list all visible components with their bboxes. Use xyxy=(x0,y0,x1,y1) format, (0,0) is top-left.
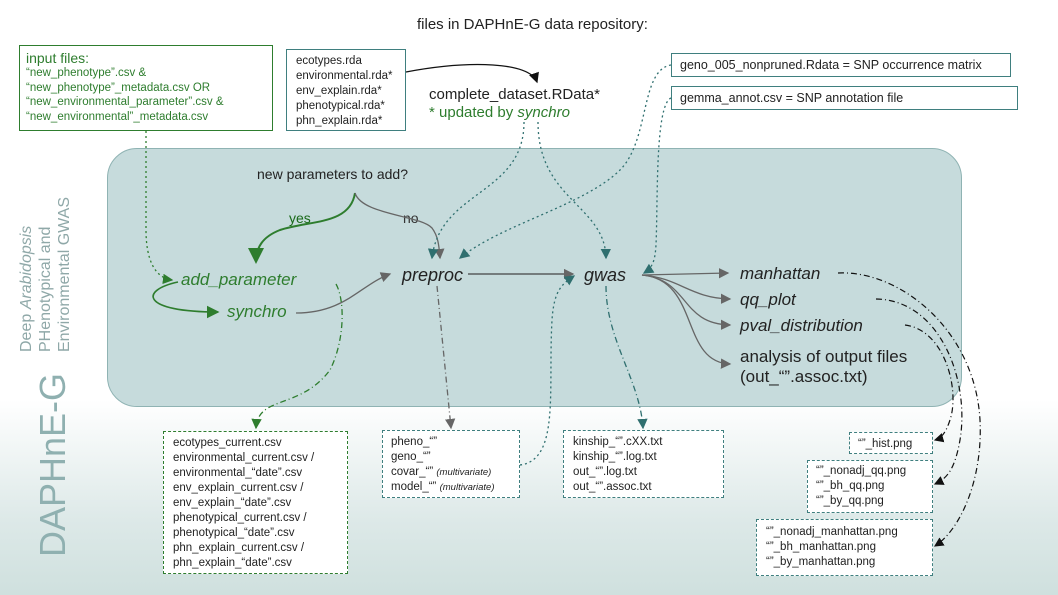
gwas-output-box: kinship_“”.cXX.txt kinship_“”.log.txt ou… xyxy=(563,430,724,498)
arrow-geno-to-preproc xyxy=(458,64,672,259)
csv-file: ecotypes_current.csv xyxy=(173,437,282,449)
gwas-file: kinship_“”.log.txt xyxy=(573,451,657,463)
gwas-file: kinship_“”.cXX.txt xyxy=(573,436,663,448)
manhattan-png-file: “”_nonadj_manhattan.png xyxy=(766,526,898,538)
arrow-synchro-to-preproc xyxy=(295,272,392,314)
arrow-pval-to-png xyxy=(904,324,954,443)
input-file-line: “new_phenotype”.csv & xyxy=(26,67,147,79)
qq-png-file: “”_nonadj_qq.png xyxy=(816,465,907,477)
pipeline-panel xyxy=(107,148,962,407)
preproc-output-box: pheno_“” geno_“” covar_“” (multivariate)… xyxy=(382,430,520,498)
rda-files-box: ecotypes.rda environmental.rda* env_expl… xyxy=(286,49,406,131)
hist-png-box: “”_hist.png xyxy=(849,432,933,454)
input-file-line: “new_phenotype”_metadata.csv OR xyxy=(26,81,211,94)
updated-note: * updated by synchro xyxy=(429,104,570,121)
arrow-add-to-synchro xyxy=(152,281,220,319)
gwas-node: gwas xyxy=(584,265,627,285)
arrow-no xyxy=(354,192,445,260)
csv-output-box: ecotypes_current.csv environmental_curre… xyxy=(163,431,348,574)
csv-file: environmental_current.csv / xyxy=(173,452,315,464)
question-label: new parameters to add? xyxy=(257,166,408,182)
csv-file: env_explain_“date”.csv xyxy=(173,497,292,509)
csv-file: phn_explain_current.csv / xyxy=(173,542,305,554)
arrow-rda-to-dataset xyxy=(405,63,539,84)
csv-file: environmental_“date”.csv xyxy=(173,467,303,479)
qq-png-file: “”_by_qq.png xyxy=(816,495,884,507)
qq-png-box: “”_nonadj_qq.png “”_bh_qq.png “”_by_qq.p… xyxy=(807,460,933,513)
arrow-gwas-to-box xyxy=(605,285,648,430)
gwas-file: out_“”.log.txt xyxy=(573,466,637,478)
arrow-gwas-to-analysis xyxy=(641,274,732,369)
add-parameter-node: add_parameter xyxy=(181,270,297,289)
gemma-file-box: gemma_annot.csv = SNP annotation file xyxy=(671,86,1018,110)
arrow-gwas-to-manhattan xyxy=(641,268,730,279)
geno-file-box: geno_005_nonpruned.Rdata = SNP occurrenc… xyxy=(671,53,1011,77)
arrow-yes xyxy=(248,192,356,264)
arrow-qq-to-png xyxy=(875,298,963,485)
rda-file: ecotypes.rda xyxy=(296,55,362,67)
csv-file: phenotypical_current.csv / xyxy=(173,512,307,524)
preproc-file: covar_“” (multivariate) xyxy=(391,466,492,478)
gwas-file: out_“”.assoc.txt xyxy=(573,481,652,493)
complete-dataset-label: complete_dataset.RData* xyxy=(429,86,600,103)
rda-file: phn_explain.rda* xyxy=(296,115,383,127)
arrow-preproc-to-box xyxy=(436,285,456,430)
arrow-gwas-to-pval xyxy=(641,274,732,331)
csv-file: phn_explain_“date”.csv xyxy=(173,557,292,569)
arrow-dataset-to-preproc xyxy=(427,121,525,260)
manhattan-png-box: “”_nonadj_manhattan.png “”_bh_manhattan.… xyxy=(756,519,933,576)
preproc-file: pheno_“” xyxy=(391,436,438,448)
page-title: files in DAPHnE-G data repository: xyxy=(417,16,648,33)
input-file-line: “new_environmental_parameter”.csv & xyxy=(26,96,224,108)
rda-file: env_explain.rda* xyxy=(296,85,382,97)
csv-file: env_explain_current.csv / xyxy=(173,482,304,494)
rda-file: phenotypical.rda* xyxy=(296,100,385,112)
no-label: no xyxy=(403,210,419,226)
manhattan-png-file: “”_by_manhattan.png xyxy=(766,556,876,568)
preproc-file: geno_“” xyxy=(391,451,431,463)
csv-file: phenotypical_“date”.csv xyxy=(173,527,295,539)
arrow-gemma-to-gwas xyxy=(642,97,672,274)
manhattan-png-file: “”_bh_manhattan.png xyxy=(766,541,876,553)
preproc-node: preproc xyxy=(402,265,464,285)
input-file-line: “new_environmental”_metadata.csv xyxy=(26,110,209,123)
qq-png-file: “”_bh_qq.png xyxy=(816,480,885,492)
arrow-add-to-csv xyxy=(251,283,343,430)
arrow-gwas-to-qqplot xyxy=(641,274,732,304)
input-files-box: input files: “new_phenotype”.csv & “new_… xyxy=(19,45,273,131)
analysis-node: analysis of output files (out_“”.assoc.t… xyxy=(740,347,908,386)
pval-distribution-node: pval_distribution xyxy=(740,316,863,335)
preproc-file: model_“” (multivariate) xyxy=(391,481,495,493)
arrow-covar-to-gwas xyxy=(519,275,576,466)
rda-file: environmental.rda* xyxy=(296,70,393,82)
manhattan-node: manhattan xyxy=(740,264,821,283)
input-files-title: input files: xyxy=(26,50,90,66)
arrow-dataset-to-gwas xyxy=(537,121,612,260)
arrow-input-to-add xyxy=(145,131,174,285)
synchro-node: synchro xyxy=(227,302,287,321)
arrow-manhattan-to-png xyxy=(837,272,981,547)
qq-plot-node: qq_plot xyxy=(740,290,796,309)
yes-label: yes xyxy=(289,210,311,226)
